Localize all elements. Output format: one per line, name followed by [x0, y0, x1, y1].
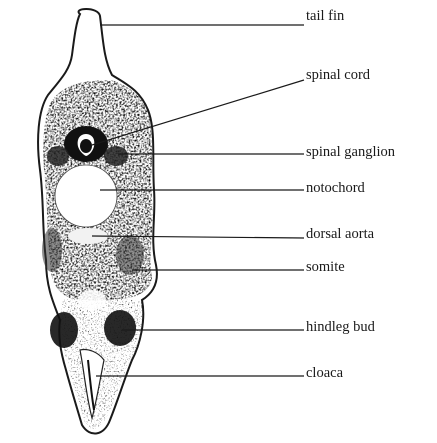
label-somite: somite	[306, 260, 345, 275]
notochord-shape	[55, 165, 117, 227]
label-spinal-cord: spinal cord	[306, 68, 370, 83]
label-notochord: notochord	[306, 181, 365, 196]
label-dorsal-aorta: dorsal aorta	[306, 227, 374, 242]
label-cloaca: cloaca	[306, 366, 343, 381]
label-tail-fin: tail fin	[306, 9, 344, 24]
somite-shape	[116, 235, 144, 275]
label-spinal-ganglion: spinal ganglion	[306, 145, 395, 160]
spinal-ganglion-shape	[104, 146, 128, 166]
hindleg-bud-shape	[104, 310, 136, 346]
label-hindleg-bud: hindleg bud	[306, 320, 375, 335]
